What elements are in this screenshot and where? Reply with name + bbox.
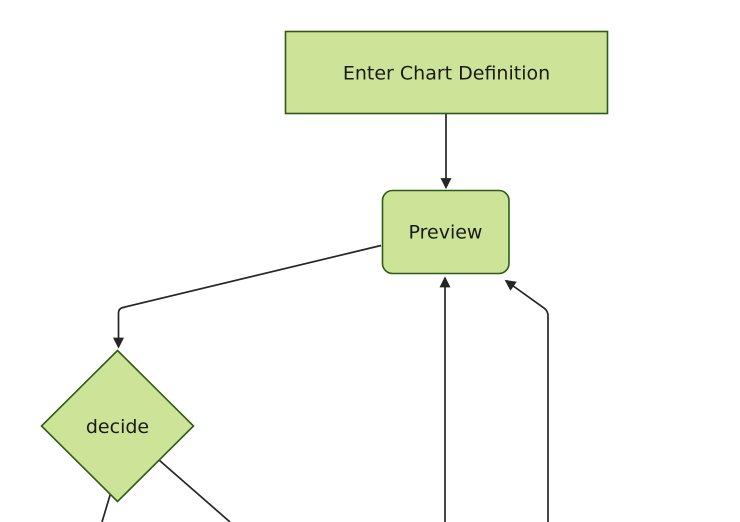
edge-decide-out-right — [158, 459, 231, 522]
preview-box — [381, 189, 510, 275]
preview-label: Preview — [409, 222, 483, 244]
node-enter-chart-definition: Enter Chart Definition — [284, 30, 609, 115]
enter-chart-definition-label: Enter Chart Definition — [343, 63, 550, 85]
edge-layer — [101, 114, 549, 522]
edge-return-to-preview-corner — [504, 279, 549, 522]
edge-decide-out-left — [101, 491, 112, 522]
node-preview: Preview — [381, 189, 510, 275]
node-decide: decide — [40, 349, 195, 503]
enter-chart-definition-box — [284, 30, 609, 115]
edge-preview-to-decide — [113, 244, 382, 349]
decide-label: decide — [86, 416, 149, 438]
decide-diamond — [40, 349, 195, 503]
